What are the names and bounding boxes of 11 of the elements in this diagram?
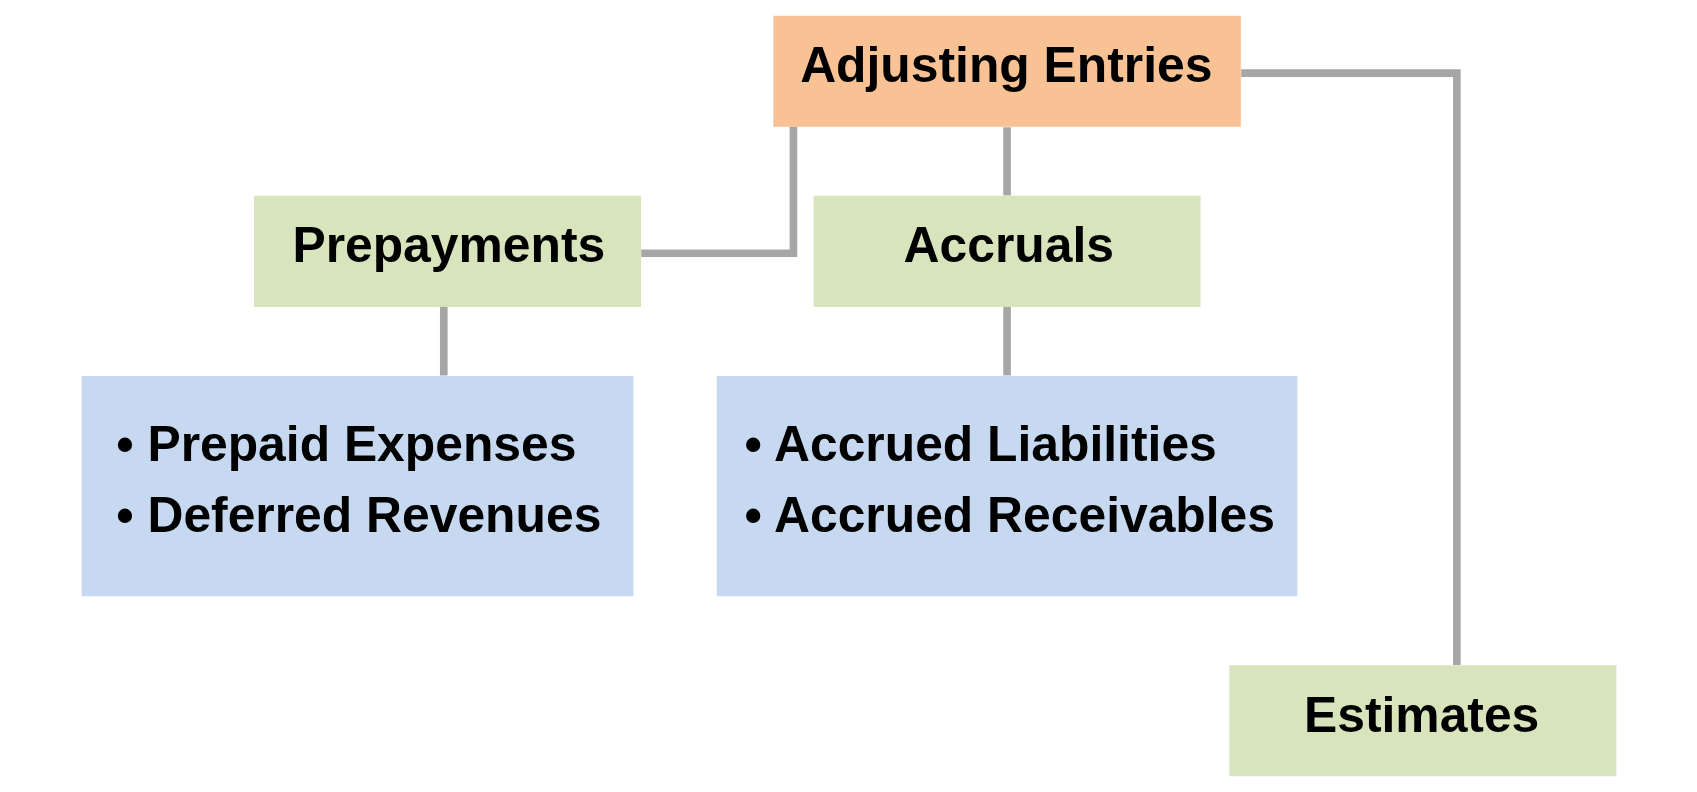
connector <box>1002 127 1011 196</box>
node-box: Accruals <box>813 195 1201 307</box>
node-box: Adjusting Entries <box>772 15 1241 127</box>
connector <box>439 306 448 376</box>
connector <box>640 126 797 258</box>
node-box: Estimates <box>1228 665 1616 777</box>
node-box: Prepayments <box>253 195 641 307</box>
node-box: • Accrued Liabilities • Accrued Receivables <box>716 375 1297 597</box>
connector <box>1002 306 1011 376</box>
node-box: • Prepaid Expenses • Deferred Revenues <box>81 375 633 597</box>
connector <box>1240 69 1461 665</box>
